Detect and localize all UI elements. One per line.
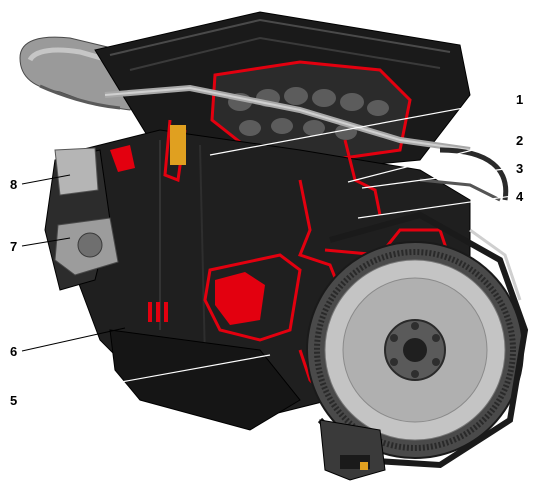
leader-line-5 [21,354,271,401]
callout-label-3: 3 [516,161,523,176]
callout-label-8: 8 [10,177,17,192]
callout-label-5: 5 [10,393,17,408]
callout-label-7: 7 [10,239,17,254]
engine-mount [319,419,386,481]
callouts: 1 2 3 4 5 6 7 8 [10,92,524,408]
leader-line-7 [21,237,71,247]
callout-label-6: 6 [10,344,17,359]
leader-line-8 [21,174,71,185]
engine-illustration [19,11,529,481]
orange-component [170,125,186,165]
alternator-bracket [54,147,99,196]
leader-line-2 [347,139,513,183]
callout-label-1: 1 [516,92,523,107]
callout-label-4: 4 [516,189,524,204]
flywheel [306,241,524,459]
callout-label-2: 2 [516,133,523,148]
leader-line-6 [21,327,126,352]
leader-line-3 [361,167,513,189]
oil-pan [109,329,301,431]
leader-line-1 [209,98,513,156]
leader-line-4 [357,195,513,219]
